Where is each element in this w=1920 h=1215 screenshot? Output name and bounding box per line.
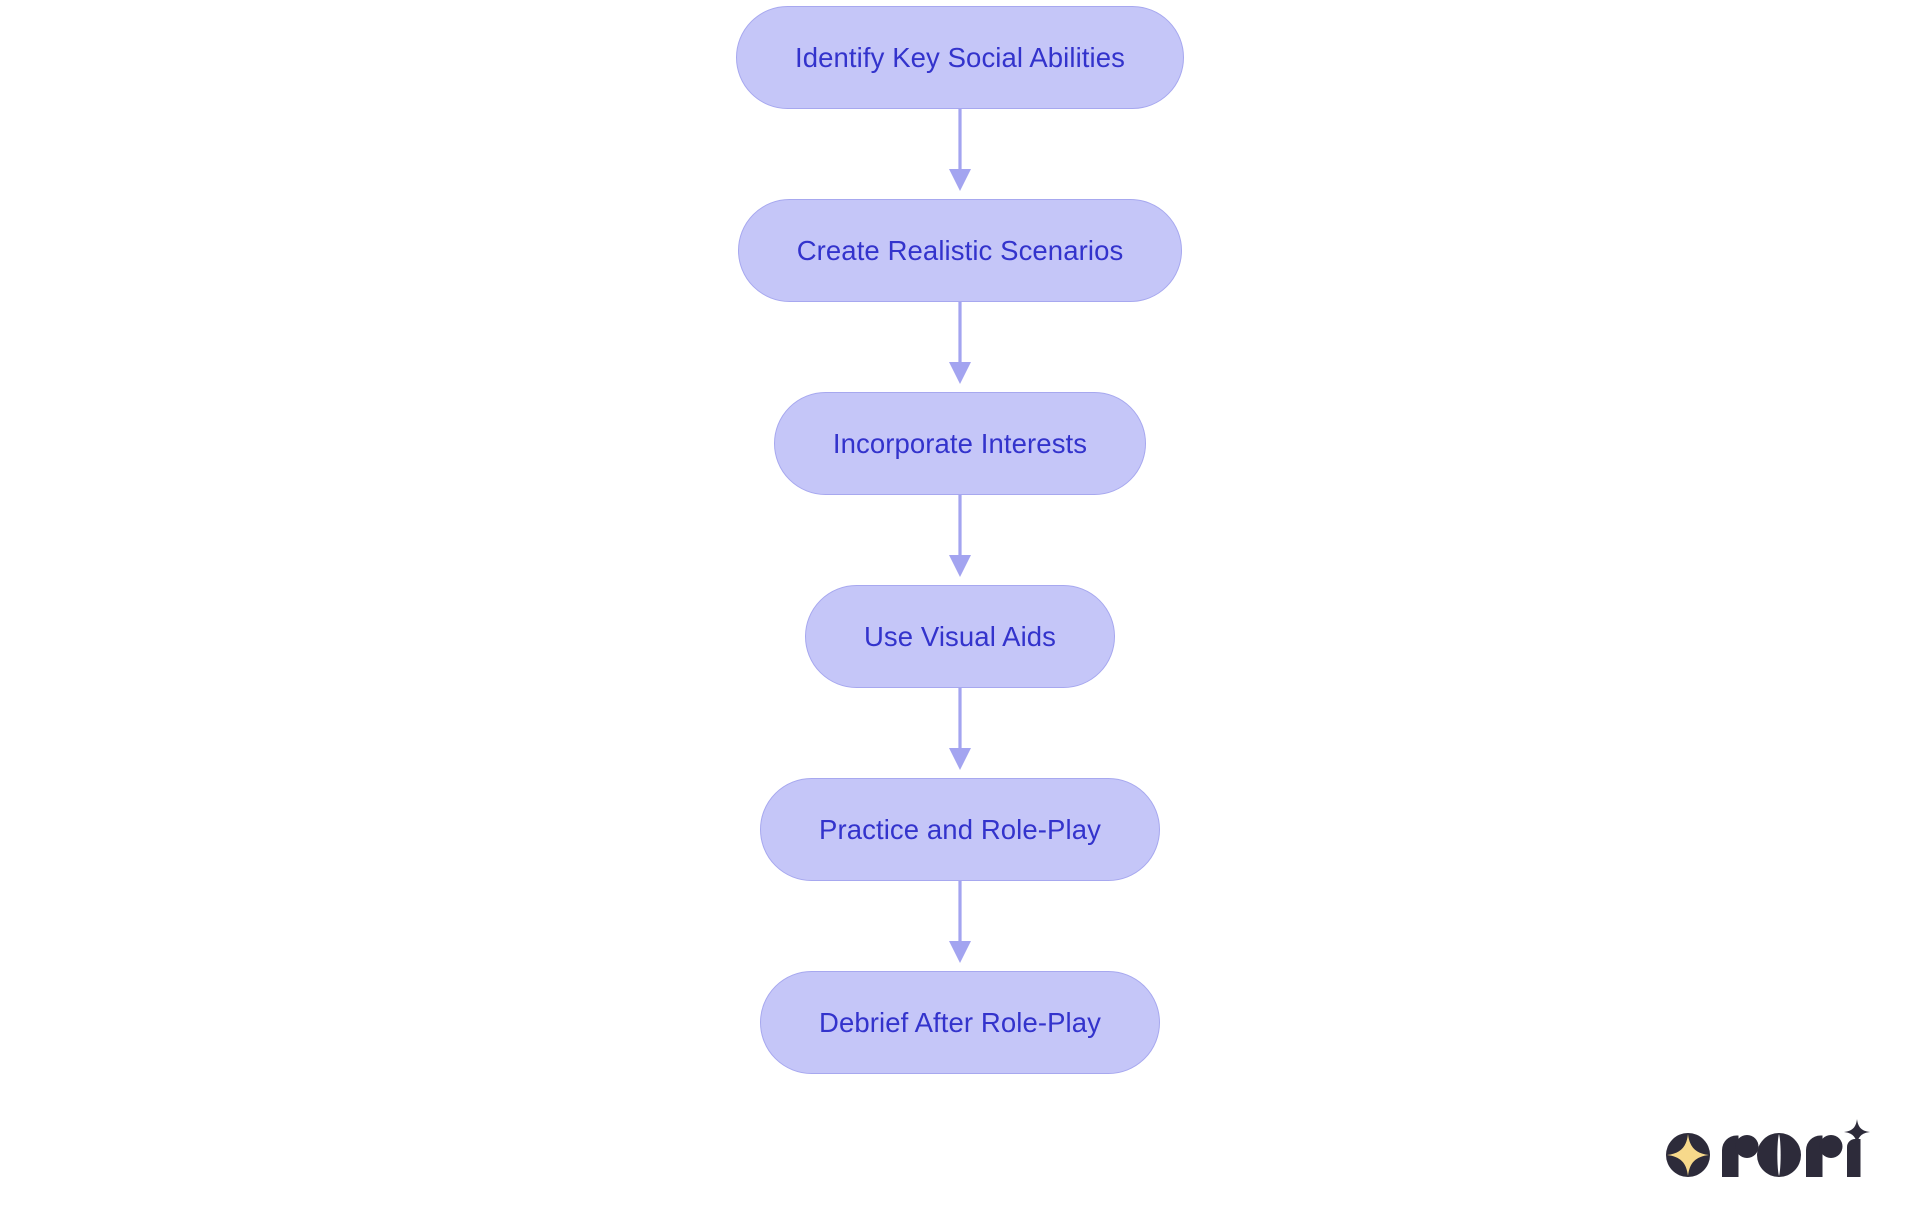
flow-node-label: Incorporate Interests bbox=[832, 427, 1088, 459]
rori-letter-r-1 bbox=[1722, 1135, 1759, 1177]
flow-node-label: Use Visual Aids bbox=[863, 620, 1057, 652]
flow-node-label: Debrief After Role-Play bbox=[819, 1006, 1101, 1038]
flow-arrow-n3-to-n4 bbox=[940, 495, 980, 585]
flow-arrow-n5-to-n6 bbox=[940, 881, 980, 971]
flowchart-node-column: Identify Key Social Abilities Create Rea… bbox=[0, 6, 1920, 1074]
rori-letter-i bbox=[1847, 1139, 1861, 1177]
rori-letter-r-2 bbox=[1806, 1135, 1843, 1177]
flow-node-label: Practice and Role-Play bbox=[819, 813, 1101, 845]
flow-node-identify-key-social-abilities[interactable]: Identify Key Social Abilities bbox=[735, 6, 1184, 109]
flow-node-debrief-after-role-play[interactable]: Debrief After Role-Play bbox=[760, 971, 1160, 1074]
flow-node-label: Create Realistic Scenarios bbox=[796, 234, 1124, 266]
flow-arrow-n4-to-n5 bbox=[940, 688, 980, 778]
flow-node-create-realistic-scenarios[interactable]: Create Realistic Scenarios bbox=[737, 199, 1183, 302]
flow-arrow-n2-to-n3 bbox=[940, 302, 980, 392]
rori-star-badge-icon bbox=[1666, 1133, 1710, 1177]
flow-node-practice-and-role-play[interactable]: Practice and Role-Play bbox=[760, 778, 1160, 881]
rori-letter-o bbox=[1757, 1133, 1801, 1177]
rori-sparkle-icon bbox=[1844, 1119, 1870, 1145]
flow-arrow-n1-to-n2 bbox=[940, 109, 980, 199]
flow-node-use-visual-aids[interactable]: Use Visual Aids bbox=[804, 585, 1116, 688]
flow-node-label: Identify Key Social Abilities bbox=[794, 41, 1125, 73]
flow-node-incorporate-interests[interactable]: Incorporate Interests bbox=[773, 392, 1147, 495]
rori-logo bbox=[1664, 1115, 1872, 1187]
